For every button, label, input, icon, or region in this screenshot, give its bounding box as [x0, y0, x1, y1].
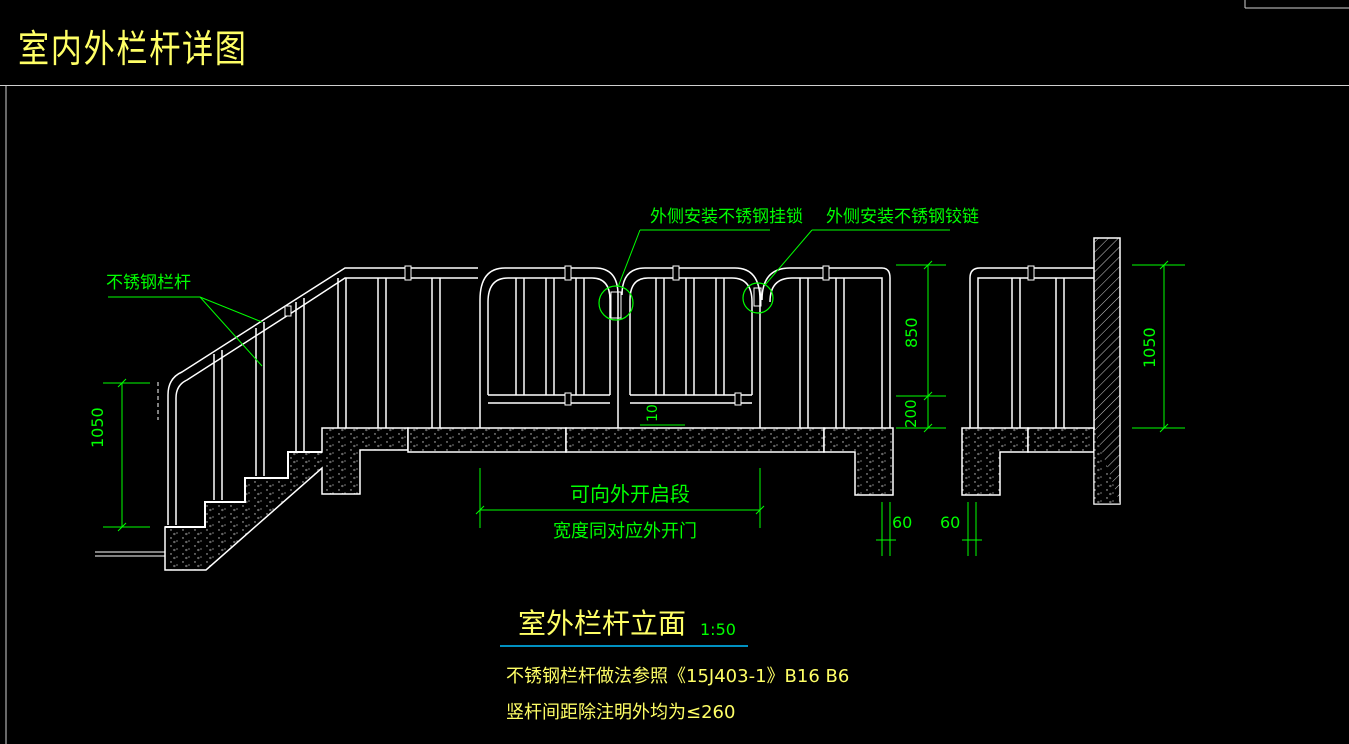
note-line-1: 不锈钢栏杆做法参照《15J403-1》B16 B6 [506, 666, 850, 687]
opening-width-note: 宽度同对应外开门 [553, 521, 697, 542]
dim-edge-left: 60 [892, 513, 913, 532]
view-title: 室外栏杆立面 [518, 607, 687, 640]
dim-right-height: 1050 [1140, 327, 1159, 368]
latch-marker [598, 285, 634, 321]
page-title: 室内外栏杆详图 [18, 27, 248, 71]
leader-lines [108, 229, 950, 426]
joint-markers [284, 265, 1035, 406]
note-line-2: 竖杆间距除注明外均为≤260 [506, 702, 736, 723]
view-scale: 1:50 [700, 620, 736, 639]
callout-stainless-railing: 不锈钢栏杆 [106, 273, 191, 293]
dim-left-height: 1050 [88, 407, 107, 448]
opening-section-label: 可向外开启段 [570, 482, 690, 506]
right-wall [1093, 237, 1121, 505]
callout-outer-hinge: 外侧安装不锈钢铰链 [826, 207, 979, 227]
title-bar: 室内外栏杆详图 [0, 0, 1349, 86]
floor-slab [407, 427, 1095, 496]
dim-edge-right: 60 [940, 513, 961, 532]
dim-lower-part: 200 [902, 399, 920, 428]
stair-railing [167, 267, 400, 525]
callout-outer-latch: 外侧安装不锈钢挂锁 [650, 207, 803, 227]
dimension-lines [103, 260, 1185, 556]
dim-small-gap: 10 [645, 404, 661, 422]
dim-upper-part: 850 [902, 317, 921, 348]
hinge-marker [742, 282, 774, 314]
railing-panels [400, 267, 1094, 428]
stair-section [95, 382, 409, 571]
